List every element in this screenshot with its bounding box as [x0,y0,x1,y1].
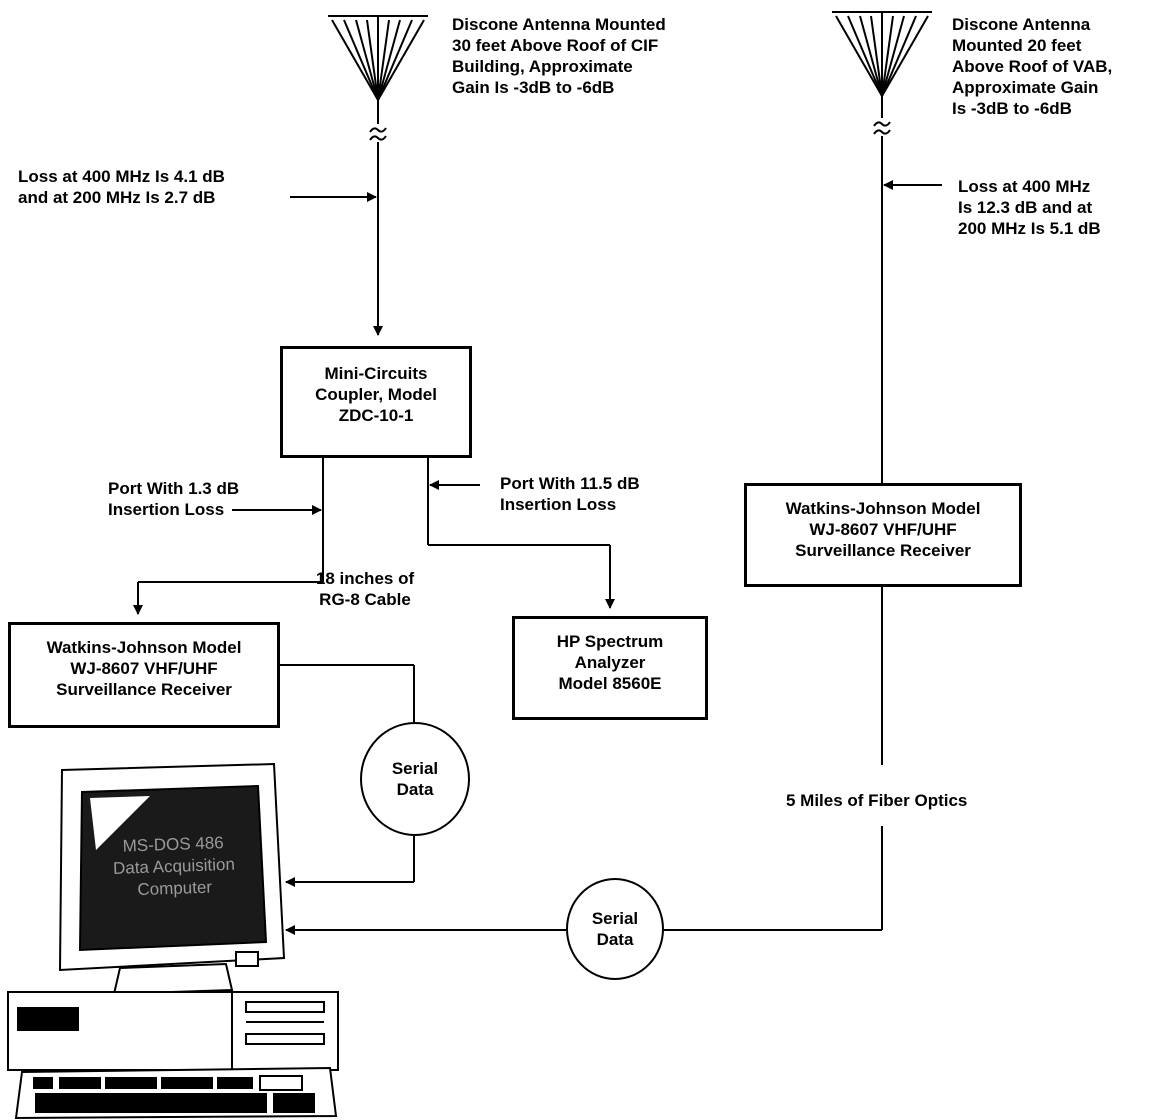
screen-line-1: MS-DOS 486 [122,833,224,856]
coupler-high-loss-path [427,457,615,609]
left-antenna-label-line: Building, Approximate [452,57,633,76]
right-antenna-label-line: Discone Antenna [952,15,1091,34]
right-receiver-line: Watkins-Johnson Model [785,499,981,518]
left-antenna-label-line: Discone Antenna Mounted [452,15,666,34]
port-low-label: Port With 1.3 dB Insertion Loss [108,478,239,520]
cable-line: RG-8 Cable [319,590,411,609]
left-feed-line [369,100,387,336]
analyzer-line: Analyzer [574,653,646,672]
port-high-line: Port With 11.5 dB [500,474,640,493]
port-low-line: Port With 1.3 dB [108,479,240,498]
screen-line-3: Computer [137,878,213,900]
computer-icon [7,762,339,1120]
coupler-low-loss-path [133,457,324,615]
port-high-label: Port With 11.5 dB Insertion Loss [500,473,640,515]
left-antenna-icon [328,15,428,101]
analyzer-line: Model 8560E [558,674,662,693]
serial-data-circle-bottom: Serial Data [566,878,664,980]
right-antenna-icon [832,11,932,97]
serial-left-line: Data [396,780,434,799]
screen-line-2: Data Acquisition [113,855,235,878]
right-receiver-box: Watkins-Johnson Model WJ-8607 VHF/UHF Su… [744,483,1022,587]
coupler-box: Mini-Circuits Coupler, Model ZDC-10-1 [280,346,472,458]
analyzer-line: HP Spectrum [556,632,664,651]
left-antenna-label: Discone Antenna Mounted 30 feet Above Ro… [452,14,666,98]
computer-screen-text: MS-DOS 486 Data Acquisition Computer [113,833,235,900]
fiber-path [285,587,883,935]
coupler-line: ZDC-10-1 [338,406,414,425]
right-antenna-label-line: Above Roof of VAB, [952,57,1113,76]
fiber-optics-label: 5 Miles of Fiber Optics [786,791,968,810]
left-antenna-label-line: Gain Is -3dB to -6dB [452,78,615,97]
serial-left-line: Serial [391,759,439,778]
left-receiver-line: WJ-8607 VHF/UHF [70,659,218,678]
right-loss-line: Loss at 400 MHz [958,177,1091,196]
left-receiver-line: Watkins-Johnson Model [46,638,242,657]
spectrum-analyzer-box: HP Spectrum Analyzer Model 8560E [512,616,708,720]
right-receiver-line: Surveillance Receiver [795,541,971,560]
left-receiver-line: Surveillance Receiver [56,680,232,699]
port-low-line: Insertion Loss [108,500,225,519]
coupler-line: Coupler, Model [315,385,437,404]
right-feed-line [873,96,891,483]
left-serial-path [280,664,415,887]
left-antenna-label-line: 30 feet Above Roof of CIF [452,36,659,55]
right-antenna-label-line: Mounted 20 feet [952,36,1082,55]
left-loss-label: Loss at 400 MHz Is 4.1 dB and at 200 MHz… [18,166,225,208]
cable-label: 18 inches of RG-8 Cable [298,568,432,610]
right-antenna-label-line: Approximate Gain [952,78,1099,97]
serial-bottom-line: Serial [591,909,639,928]
port-high-line: Insertion Loss [500,495,617,514]
left-loss-line: and at 200 MHz Is 2.7 dB [18,188,216,207]
right-antenna-label: Discone Antenna Mounted 20 feet Above Ro… [952,14,1112,119]
right-loss-line: 200 MHz Is 5.1 dB [958,219,1101,238]
serial-bottom-line: Data [596,930,634,949]
coupler-line: Mini-Circuits [324,364,428,383]
left-loss-line: Loss at 400 MHz Is 4.1 dB [18,167,225,186]
right-receiver-line: WJ-8607 VHF/UHF [809,520,957,539]
left-receiver-box: Watkins-Johnson Model WJ-8607 VHF/UHF Su… [8,622,280,728]
right-antenna-label-line: Is -3dB to -6dB [952,99,1072,118]
right-loss-line: Is 12.3 dB and at [958,198,1093,217]
right-loss-label: Loss at 400 MHz Is 12.3 dB and at 200 MH… [958,176,1101,239]
serial-data-circle-left: Serial Data [360,722,470,836]
cable-line: 18 inches of [315,569,415,588]
